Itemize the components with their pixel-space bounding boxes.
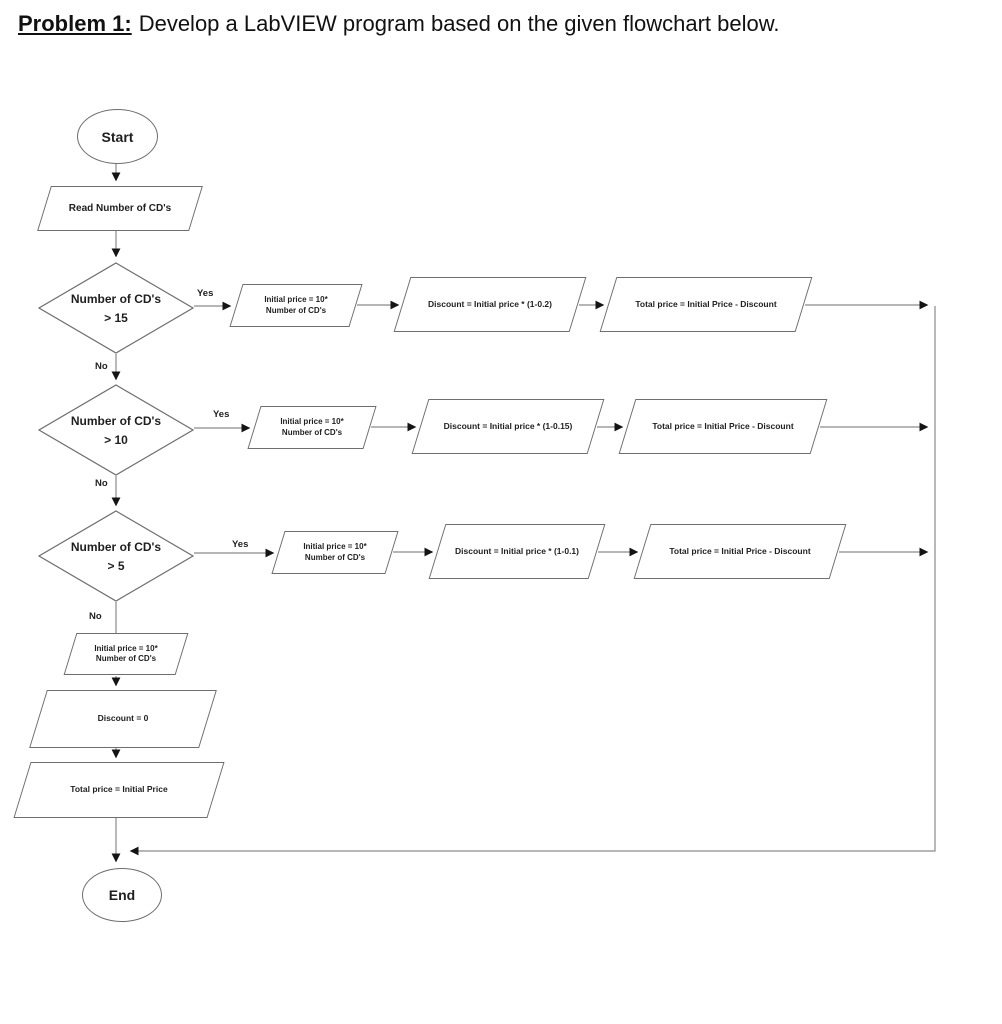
diamond-shape [38,262,194,354]
default-initial-label: Initial price = 10* Number of CD's [94,643,158,663]
end-label: End [108,887,136,903]
default-discount-step: Discount = 0 [29,690,217,748]
decision-cds-gt-10: Number of CD's > 10 [38,384,194,476]
problem-number-label: Problem 1: [18,11,132,36]
read-input-step: Read Number of CD's [37,186,203,231]
branch2-discount-step: Discount = Initial price * (1-0.15) [411,399,605,454]
branch2-initial-label: Initial price = 10* Number of CD's [280,417,344,437]
decision-cds-gt-5: Number of CD's > 5 [38,510,194,602]
branch3-initial-label: Initial price = 10* Number of CD's [303,542,367,562]
no-tag-3: No [89,611,102,622]
decision2-condition: Number of CD's [70,413,162,428]
decision3-threshold: > 5 [107,558,125,573]
default-total-step: Total price = Initial Price [13,762,225,818]
start-label: Start [101,128,134,145]
branch3-discount-label: Discount = Initial price * (1-0.1) [455,545,579,556]
default-discount-label: Discount = 0 [97,713,149,724]
no-tag-2: No [95,478,108,489]
read-step-label: Read Number of CD's [68,203,172,214]
branch1-initial-label: Initial price = 10* Number of CD's [264,295,328,315]
branch1-initial-price-step: Initial price = 10* Number of CD's [229,284,363,327]
branch2-discount-label: Discount = Initial price * (1-0.15) [443,420,573,431]
no-tag-1: No [95,361,108,372]
branch2-initial-price-step: Initial price = 10* Number of CD's [247,406,377,449]
branch1-discount-label: Discount = Initial price * (1-0.2) [428,298,552,309]
branch1-total-label: Total price = Initial Price - Discount [635,298,777,309]
diamond-shape [38,510,194,602]
start-terminator: Start [77,109,158,164]
decision-cds-gt-15: Number of CD's > 15 [38,262,194,354]
yes-tag-2: Yes [213,409,230,420]
default-initial-price-step: Initial price = 10* Number of CD's [63,633,189,675]
branch3-initial-price-step: Initial price = 10* Number of CD's [271,531,399,574]
default-total-label: Total price = Initial Price [70,784,168,795]
merge-return-line [129,306,936,856]
branch1-total-step: Total price = Initial Price - Discount [599,277,813,332]
branch3-total-label: Total price = Initial Price - Discount [669,545,811,556]
branch3-total-step: Total price = Initial Price - Discount [633,524,847,579]
problem-statement: Develop a LabVIEW program based on the g… [138,11,780,36]
branch2-total-label: Total price = Initial Price - Discount [652,420,794,431]
yes-tag-1: Yes [197,288,214,299]
decision1-threshold: > 15 [104,310,128,325]
branch1-discount-step: Discount = Initial price * (1-0.2) [393,277,587,332]
decision2-threshold: > 10 [104,432,128,447]
decision1-condition: Number of CD's [70,291,162,306]
branch3-discount-step: Discount = Initial price * (1-0.1) [428,524,606,579]
decision3-condition: Number of CD's [70,539,162,554]
problem-title: Problem 1:Develop a LabVIEW program base… [18,11,780,37]
end-terminator: End [82,868,162,922]
yes-tag-3: Yes [232,539,249,550]
diamond-shape [38,384,194,476]
branch2-total-step: Total price = Initial Price - Discount [618,399,828,454]
